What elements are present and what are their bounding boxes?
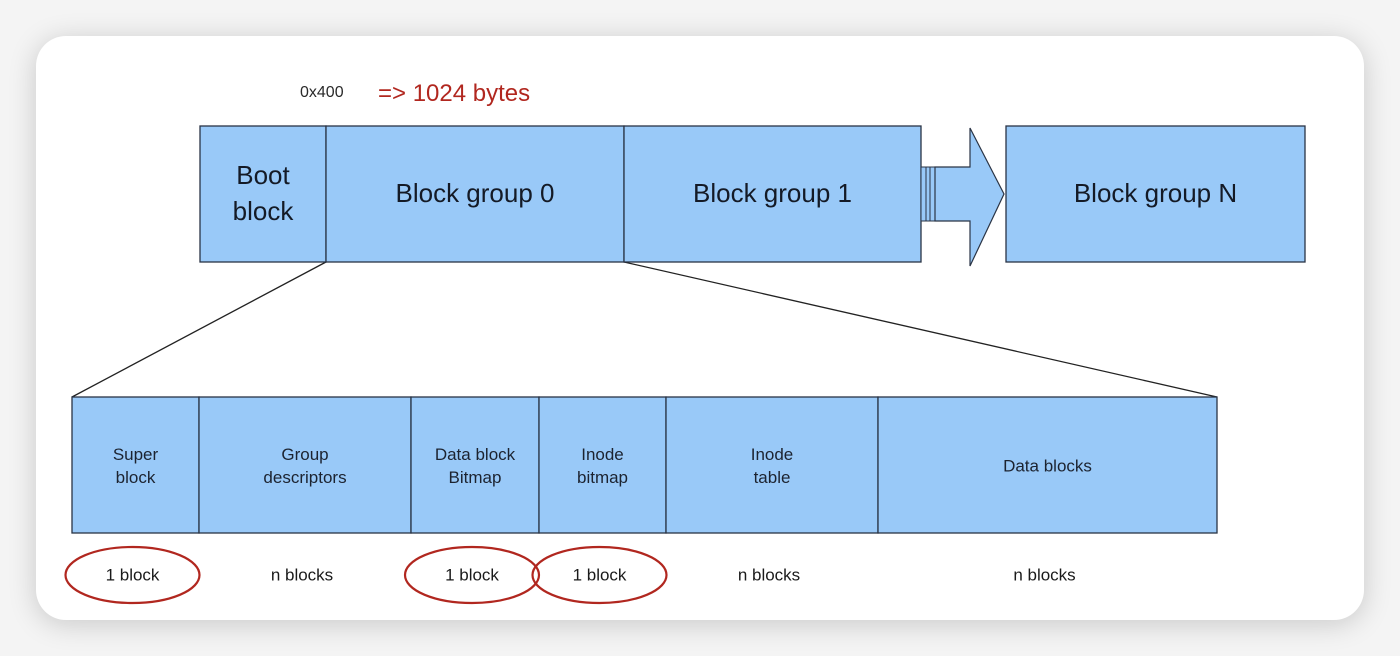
group-segment-data: Data blocks <box>877 396 1218 534</box>
group-segment-label: block <box>116 468 156 487</box>
size-label-super: 1 block <box>64 545 201 605</box>
size-label-dbitmap: 1 block <box>403 545 541 605</box>
disk-segment-label: Boot <box>236 160 290 190</box>
disk-layout-row: Boot block Block group 0 Block group 1 Block… <box>199 125 1306 263</box>
size-note: => 1024 bytes <box>378 80 530 107</box>
size-label: n blocks <box>1013 566 1075 585</box>
group-segment-label: descriptors <box>263 468 346 487</box>
group-segment-ibitmap: Inode bitmap <box>538 396 667 534</box>
size-label: 1 block <box>106 566 160 585</box>
group-segment-label: bitmap <box>577 468 628 487</box>
group-segment-label: Bitmap <box>449 468 502 487</box>
group-segment-label: Inode <box>751 445 794 464</box>
disk-segment-boot: Boot block <box>199 125 327 263</box>
group-segment-label: Super <box>113 445 159 464</box>
disk-segment-bgn: Block group N <box>1005 125 1306 263</box>
zoom-connector-left <box>71 261 327 398</box>
group-segment-label: Inode <box>581 445 624 464</box>
disk-segment-label: block <box>233 196 295 226</box>
size-label-itable: n blocks <box>738 566 800 585</box>
group-segment-label: table <box>754 468 791 487</box>
offset-label: 0x400 <box>300 84 344 101</box>
size-label: 1 block <box>445 566 499 585</box>
size-label: n blocks <box>271 566 333 585</box>
disk-segment-bg0: Block group 0 <box>325 125 625 263</box>
group-segment-label: Data block <box>435 445 516 464</box>
size-label-ibitmap: 1 block <box>531 545 668 605</box>
group-segment-super: Super block <box>71 396 200 534</box>
highlight-circle <box>531 545 668 605</box>
size-labels-row: 1 block n blocks 1 block 1 block n blocks n b… <box>64 545 1076 605</box>
size-label: 1 block <box>573 566 627 585</box>
size-label: n blocks <box>738 566 800 585</box>
highlight-circle <box>64 545 201 605</box>
size-label-gdt: n blocks <box>271 566 333 585</box>
group-segment-label: Group <box>281 445 328 464</box>
disk-segment-bg1: Block group 1 <box>623 125 922 263</box>
highlight-circle <box>403 545 541 605</box>
disk-segment-label: Block group N <box>1074 178 1237 208</box>
group-segment-gdt: Group descriptors <box>198 396 412 534</box>
group-segment-itable: Inode table <box>665 396 879 534</box>
disk-segment-label: Block group 1 <box>693 178 852 208</box>
block-group-layout-row: Super block Group descriptors Data blockBitm… <box>71 396 1218 534</box>
zoom-connector-right <box>623 261 1218 398</box>
disk-segment-label: Block group 0 <box>396 178 555 208</box>
size-label-data: n blocks <box>1013 566 1075 585</box>
continuation-arrow-icon <box>920 127 1005 267</box>
group-segment-label: Data blocks <box>1003 457 1092 476</box>
